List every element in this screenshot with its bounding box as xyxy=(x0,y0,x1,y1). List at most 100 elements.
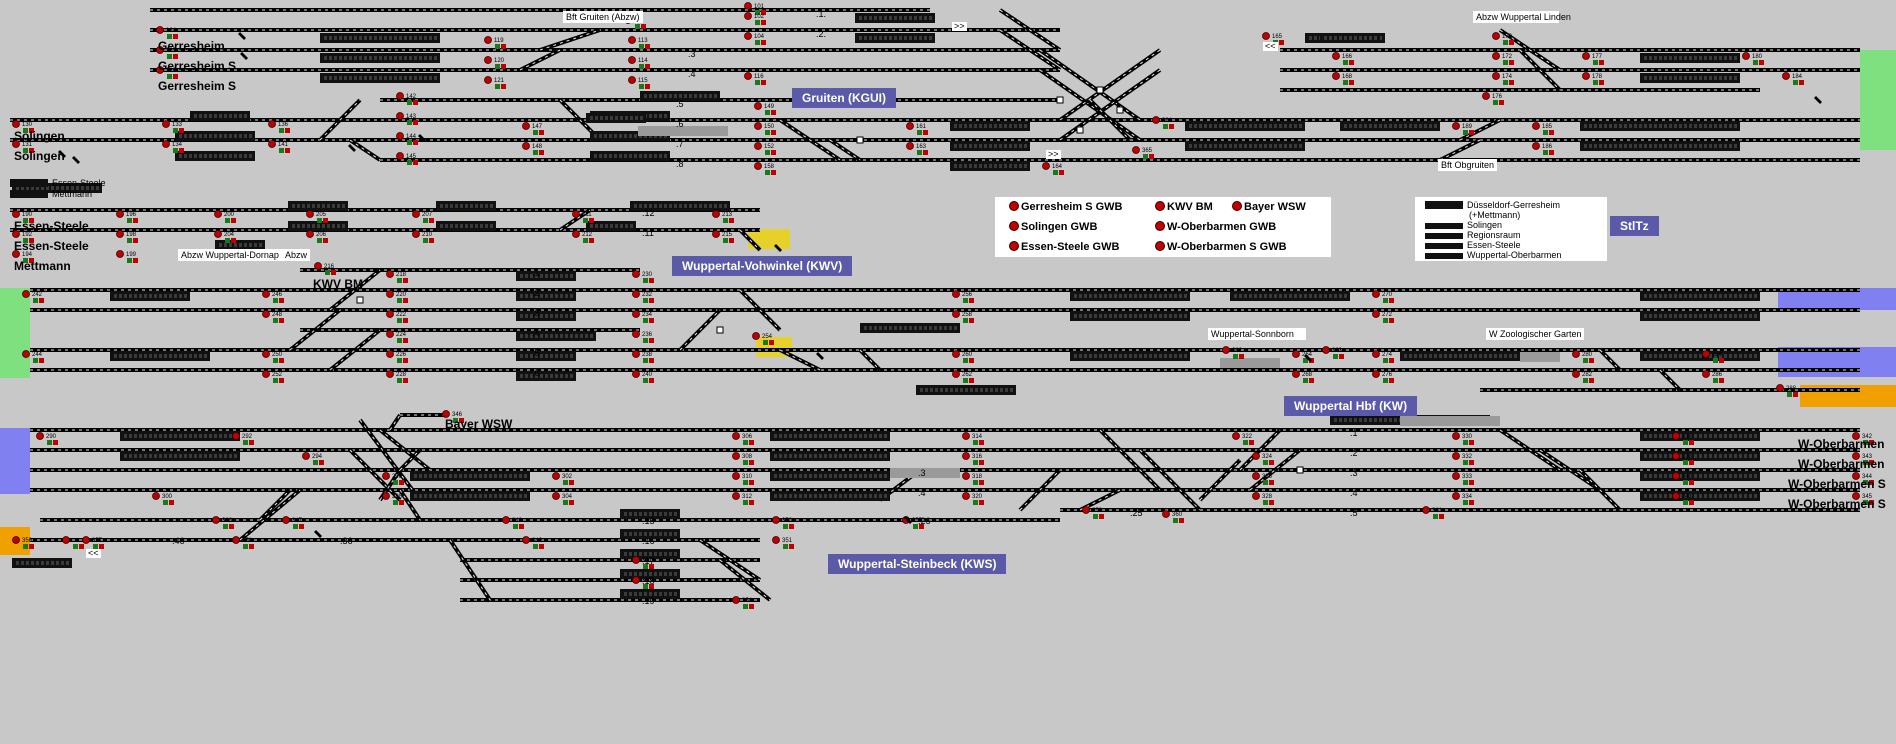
signal-icon[interactable] xyxy=(268,140,276,148)
signal-aspect-red[interactable] xyxy=(789,524,794,529)
signal-aspect-green[interactable] xyxy=(1173,518,1178,523)
signal-icon[interactable] xyxy=(1672,492,1680,500)
signal-aspect-red[interactable] xyxy=(649,318,654,323)
signal-legend-solingen-gwb[interactable]: Solingen GWB xyxy=(1009,221,1097,233)
signal-aspect-red[interactable] xyxy=(249,544,254,549)
signal-icon[interactable] xyxy=(1152,116,1160,124)
signal-icon[interactable] xyxy=(962,432,970,440)
signal-aspect-red[interactable] xyxy=(1799,80,1804,85)
signal-aspect-green[interactable] xyxy=(407,100,412,105)
signal-aspect-red[interactable] xyxy=(29,544,34,549)
signal-icon[interactable] xyxy=(744,32,752,40)
signal-icon[interactable] xyxy=(22,350,30,358)
signal-aspect-red[interactable] xyxy=(285,148,290,153)
marker-forward-1[interactable]: >> xyxy=(952,21,967,31)
signal-aspect-red[interactable] xyxy=(649,564,654,569)
track-segment[interactable] xyxy=(288,308,342,352)
signal-aspect-red[interactable] xyxy=(1469,480,1474,485)
signal-aspect-red[interactable] xyxy=(231,238,236,243)
signal-aspect-green[interactable] xyxy=(393,480,398,485)
signal-aspect-red[interactable] xyxy=(761,10,766,15)
signal-aspect-red[interactable] xyxy=(589,238,594,243)
signal-icon[interactable] xyxy=(1222,346,1230,354)
signal-aspect-green[interactable] xyxy=(643,358,648,363)
signal-aspect-red[interactable] xyxy=(173,74,178,79)
signal-aspect-green[interactable] xyxy=(963,358,968,363)
signal-aspect-red[interactable] xyxy=(749,480,754,485)
signal-aspect-green[interactable] xyxy=(639,84,644,89)
signal-aspect-green[interactable] xyxy=(1233,354,1238,359)
signal-aspect-green[interactable] xyxy=(167,74,172,79)
signal-aspect-red[interactable] xyxy=(969,318,974,323)
signal-icon[interactable] xyxy=(1252,492,1260,500)
signal-icon[interactable] xyxy=(396,152,404,160)
signal-aspect-red[interactable] xyxy=(1059,170,1064,175)
switch-marker[interactable] xyxy=(1056,96,1064,104)
signal-aspect-green[interactable] xyxy=(223,524,228,529)
signal-aspect-red[interactable] xyxy=(1599,60,1604,65)
signal-aspect-green[interactable] xyxy=(783,524,788,529)
signal-aspect-red[interactable] xyxy=(1869,480,1874,485)
signal-aspect-green[interactable] xyxy=(743,500,748,505)
lever-icon[interactable] xyxy=(1814,96,1822,104)
signal-aspect-green[interactable] xyxy=(397,278,402,283)
signal-aspect-green[interactable] xyxy=(1053,170,1058,175)
signal-aspect-red[interactable] xyxy=(649,378,654,383)
signal-aspect-red[interactable] xyxy=(169,500,174,505)
signal-aspect-green[interactable] xyxy=(279,128,284,133)
signal-aspect-green[interactable] xyxy=(243,440,248,445)
signal-aspect-green[interactable] xyxy=(643,278,648,283)
signal-aspect-green[interactable] xyxy=(765,170,770,175)
signal-icon[interactable] xyxy=(484,76,492,84)
signal-aspect-red[interactable] xyxy=(749,440,754,445)
signal-aspect-green[interactable] xyxy=(723,218,728,223)
track-segment[interactable] xyxy=(718,558,772,602)
signal-icon[interactable] xyxy=(1132,146,1140,154)
signal-aspect-green[interactable] xyxy=(1593,60,1598,65)
signal-aspect-red[interactable] xyxy=(1469,130,1474,135)
marker-forward-2[interactable]: >> xyxy=(1046,149,1061,159)
signal-aspect-red[interactable] xyxy=(1689,440,1694,445)
signal-aspect-green[interactable] xyxy=(225,218,230,223)
track-occupancy-grey[interactable] xyxy=(1400,416,1500,426)
track-segment[interactable] xyxy=(328,268,382,312)
marker-back-1[interactable]: << xyxy=(1263,41,1278,51)
signal-icon[interactable] xyxy=(1582,52,1590,60)
edge-blue-left[interactable] xyxy=(0,428,30,494)
signal-icon[interactable] xyxy=(952,310,960,318)
signal-aspect-red[interactable] xyxy=(29,218,34,223)
signal-aspect-red[interactable] xyxy=(1239,354,1244,359)
signal-aspect-green[interactable] xyxy=(1493,100,1498,105)
signal-aspect-red[interactable] xyxy=(279,358,284,363)
signal-aspect-green[interactable] xyxy=(643,298,648,303)
signal-aspect-red[interactable] xyxy=(979,500,984,505)
signal-icon[interactable] xyxy=(396,92,404,100)
signal-aspect-green[interactable] xyxy=(1683,500,1688,505)
signal-icon[interactable] xyxy=(1582,72,1590,80)
signal-aspect-red[interactable] xyxy=(749,460,754,465)
signal-aspect-red[interactable] xyxy=(729,238,734,243)
signal-aspect-red[interactable] xyxy=(539,130,544,135)
signal-icon[interactable] xyxy=(962,452,970,460)
signal-icon[interactable] xyxy=(386,290,394,298)
signal-icon[interactable] xyxy=(262,350,270,358)
signal-aspect-green[interactable] xyxy=(423,238,428,243)
signal-icon[interactable] xyxy=(522,122,530,130)
signal-icon[interactable] xyxy=(732,432,740,440)
signal-aspect-red[interactable] xyxy=(569,500,574,505)
signal-icon[interactable] xyxy=(386,370,394,378)
signal-aspect-red[interactable] xyxy=(1279,40,1284,45)
signal-aspect-green[interactable] xyxy=(743,440,748,445)
signal-aspect-green[interactable] xyxy=(1093,514,1098,519)
signal-aspect-red[interactable] xyxy=(413,140,418,145)
signal-icon[interactable] xyxy=(412,210,420,218)
switch-marker[interactable] xyxy=(1296,466,1304,474)
signal-aspect-red[interactable] xyxy=(771,110,776,115)
signal-aspect-green[interactable] xyxy=(1463,460,1468,465)
signal-aspect-green[interactable] xyxy=(1863,500,1868,505)
signal-aspect-green[interactable] xyxy=(1263,460,1268,465)
signal-aspect-green[interactable] xyxy=(273,358,278,363)
signal-aspect-red[interactable] xyxy=(331,270,336,275)
signal-icon[interactable] xyxy=(754,122,762,130)
signal-aspect-red[interactable] xyxy=(231,218,236,223)
